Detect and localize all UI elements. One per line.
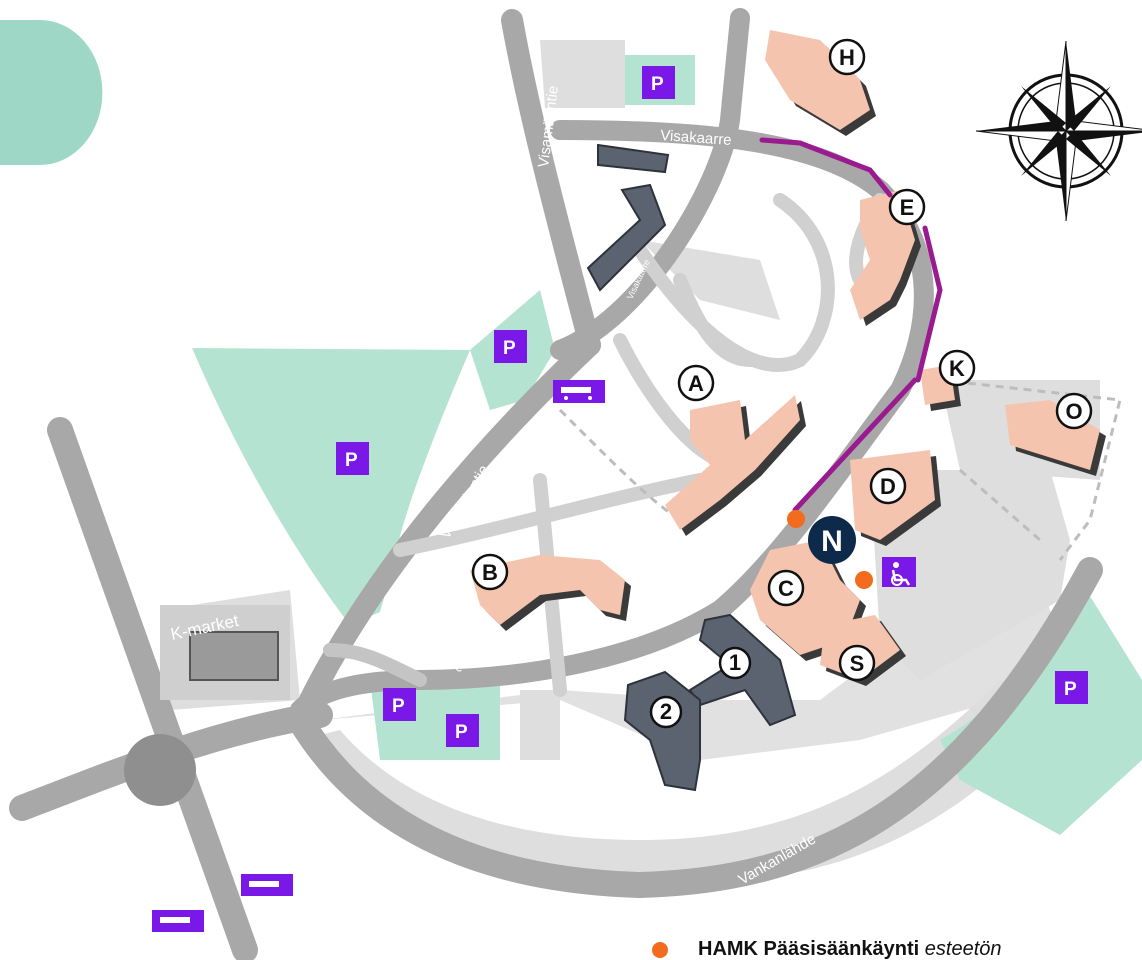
k-market[interactable]: K-market	[160, 605, 290, 700]
svg-text:2: 2	[660, 699, 672, 724]
svg-text:P: P	[503, 338, 516, 359]
svg-text:P: P	[392, 696, 405, 717]
svg-text:P: P	[1064, 679, 1077, 700]
building-badge-k[interactable]: K	[938, 349, 976, 387]
wheelchair-icon[interactable]	[882, 557, 916, 587]
svg-text:A: A	[688, 371, 704, 396]
parking-markers: P P P P P P	[336, 66, 1088, 747]
bus-icon[interactable]	[241, 874, 293, 896]
bus-icon[interactable]	[553, 380, 605, 403]
footpaths-dashed	[558, 378, 1122, 561]
compass-rose-icon	[975, 40, 1142, 222]
building-badge-e[interactable]: E	[888, 188, 926, 226]
building-badge-b[interactable]: B	[471, 553, 509, 591]
entrance-dot-icon[interactable]	[855, 571, 873, 589]
legend-entrance-label: HAMK Pääsisäänkäynti	[698, 938, 920, 960]
legend: HAMK Pääsisäänkäynti esteetön	[652, 938, 1002, 960]
accessible-route	[759, 137, 943, 513]
building-badge-o[interactable]: O	[1055, 392, 1093, 430]
entrance-dot-icon[interactable]	[787, 510, 805, 528]
building-badge-d[interactable]: D	[869, 467, 907, 505]
roundabout	[124, 734, 196, 806]
svg-text:N: N	[821, 525, 843, 558]
legend-entrance-note: esteetön	[924, 938, 1002, 960]
svg-text:O: O	[1065, 399, 1082, 424]
building-badge-a[interactable]: A	[677, 364, 715, 402]
bus-icon[interactable]	[152, 910, 204, 932]
svg-text:S: S	[850, 651, 865, 676]
svg-text:H: H	[839, 45, 855, 70]
svg-text:K: K	[949, 356, 965, 381]
building-badges: H E K O A D B C S 1 2 N	[471, 38, 1093, 729]
building-badge-n[interactable]: N	[808, 516, 856, 564]
parking-marker[interactable]: P	[336, 442, 369, 475]
svg-text:E: E	[900, 195, 915, 220]
building-badge-1[interactable]: 1	[718, 646, 752, 680]
parking-marker[interactable]: P	[642, 66, 675, 99]
entrance-dot-icon	[652, 941, 668, 958]
svg-text:1: 1	[729, 650, 741, 675]
dark-buildings	[586, 143, 797, 792]
road-label-visakaarre-north: Visakaarre	[660, 127, 732, 149]
bus-stop-icons	[152, 380, 605, 932]
svg-text:P: P	[455, 722, 468, 743]
building-badge-c[interactable]: C	[767, 569, 805, 607]
svg-text:B: B	[482, 560, 498, 585]
building-badge-s[interactable]: S	[838, 644, 876, 682]
svg-text:D: D	[880, 474, 896, 499]
svg-text:P: P	[345, 450, 358, 471]
parking-marker[interactable]: P	[383, 688, 416, 721]
building-badge-2[interactable]: 2	[649, 695, 683, 729]
teal-area	[0, 20, 103, 165]
svg-text:P: P	[651, 74, 664, 95]
svg-text:C: C	[778, 576, 794, 601]
parking-marker[interactable]: P	[494, 330, 527, 363]
building-badge-h[interactable]: H	[828, 38, 866, 76]
parking-marker[interactable]: P	[1055, 671, 1088, 704]
parking-marker[interactable]: P	[446, 714, 479, 747]
